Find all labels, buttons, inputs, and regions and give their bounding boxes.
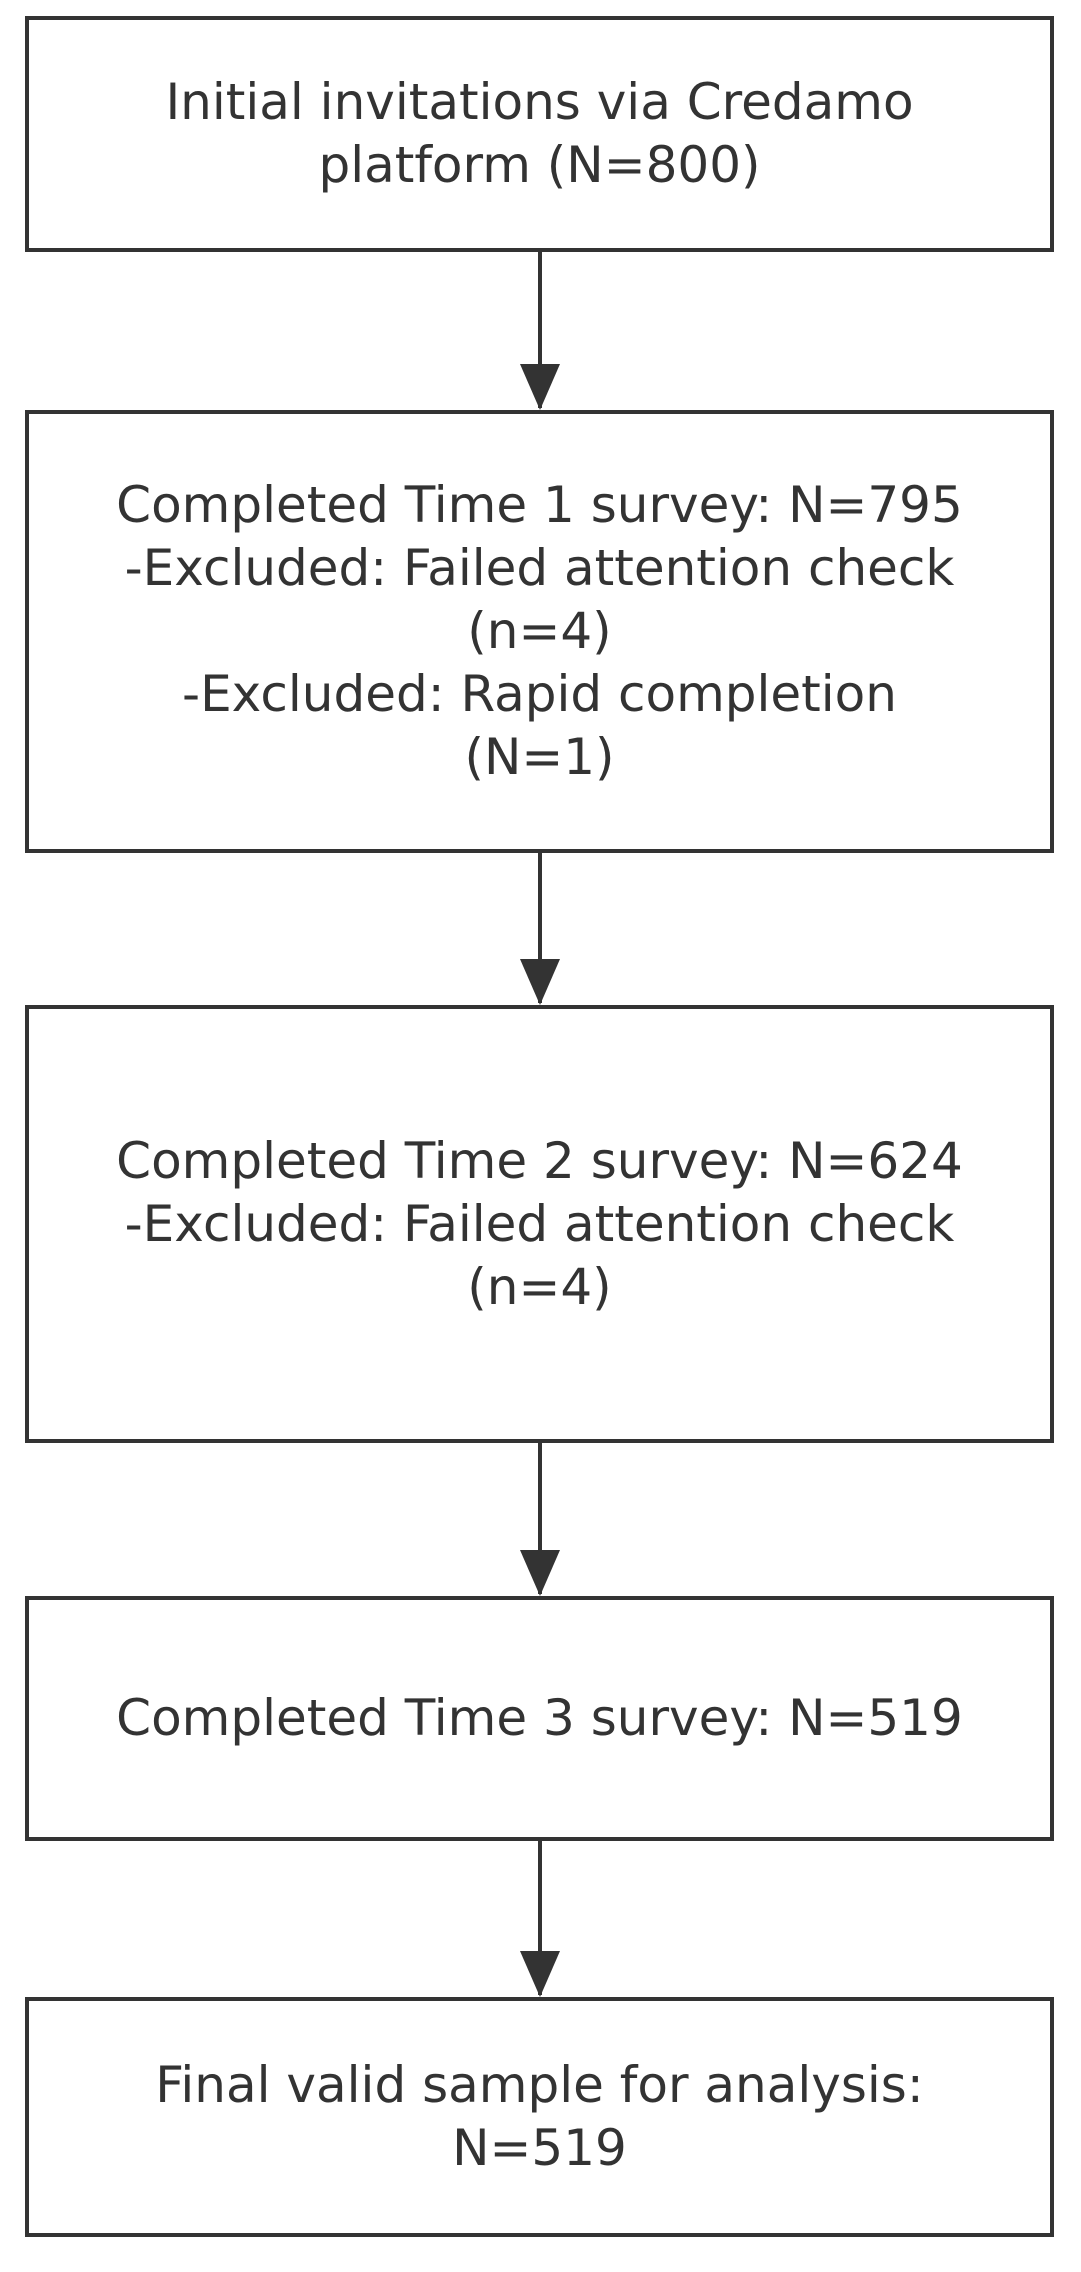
flow-arrow-down (520, 1841, 560, 1997)
step-text-line: Completed Time 1 survey: N=795 (116, 476, 963, 534)
step-text-line: Completed Time 3 survey: N=519 (116, 1689, 963, 1747)
flow-arrow-down (520, 1443, 560, 1596)
step-text-line: Initial invitations via Credamo (165, 73, 914, 131)
step-text-line: Final valid sample for analysis: (155, 2056, 924, 2114)
flow-step-time1-survey: Completed Time 1 survey: N=795 -Excluded… (25, 410, 1054, 853)
step-text-line: -Excluded: Rapid completion (182, 665, 897, 723)
flow-arrow-down (520, 853, 560, 1005)
step-text-line: platform (N=800) (318, 136, 761, 194)
step-text-line: (N=1) (464, 728, 615, 786)
flow-step-time2-survey: Completed Time 2 survey: N=624 -Excluded… (25, 1005, 1054, 1443)
step-text-line: (n=4) (467, 602, 612, 660)
flow-step-time3-survey: Completed Time 3 survey: N=519 (25, 1596, 1054, 1841)
flow-step-initial-invitations: Initial invitations via Credamo platform… (25, 16, 1054, 252)
flow-step-final-sample: Final valid sample for analysis: N=519 (25, 1997, 1054, 2237)
step-text-line: -Excluded: Failed attention check (124, 1194, 955, 1253)
step-text-line: N=519 (452, 2119, 627, 2177)
step-text-line: Completed Time 2 survey: N=624 (116, 1131, 963, 1190)
step-text-line: -Excluded: Failed attention check (124, 539, 955, 597)
step-text-line: (n=4) (467, 1257, 612, 1316)
flow-arrow-down (520, 252, 560, 410)
